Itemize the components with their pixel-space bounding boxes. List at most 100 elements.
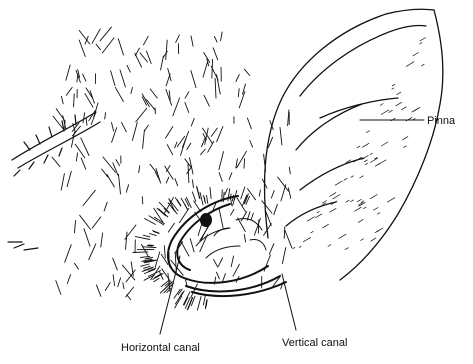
shade-stroke [362, 155, 369, 159]
fur-stroke [74, 94, 75, 107]
fur-stroke [146, 258, 152, 259]
fur-stroke [140, 256, 149, 257]
fur-stroke [120, 70, 125, 87]
fur-stroke [113, 163, 118, 176]
fur-stroke [132, 122, 137, 140]
fur-stroke [52, 157, 60, 167]
pinna-shading [293, 38, 426, 250]
fur-stroke [175, 179, 178, 186]
fur-stroke [188, 164, 189, 182]
fur-stroke [53, 116, 63, 128]
fur-stroke [92, 29, 100, 43]
fur-stroke [176, 35, 180, 43]
shade-stroke [374, 208, 378, 211]
fur-stroke [142, 197, 143, 204]
shade-stroke [364, 207, 366, 208]
shade-stroke [317, 211, 319, 212]
fur-stroke [143, 235, 150, 237]
fur-stroke [144, 36, 149, 45]
fur-stroke [210, 187, 211, 198]
fur-stroke [217, 75, 221, 94]
fur-stroke [217, 127, 223, 142]
fur-stroke [143, 247, 156, 248]
fur-stroke [67, 171, 71, 186]
fur-stroke [61, 174, 64, 191]
fur-stroke [118, 278, 121, 287]
shade-stroke [403, 137, 408, 140]
fur-stroke [204, 197, 205, 204]
fur-stroke [67, 275, 70, 284]
fur-stroke [144, 125, 148, 131]
fur-stroke [259, 190, 260, 196]
fur-stroke [239, 92, 245, 108]
pinna-label: Pinna [427, 115, 455, 127]
shade-stroke [351, 200, 354, 202]
shade-stroke [323, 224, 329, 228]
eye-region [8, 112, 100, 250]
fur-stroke [282, 248, 285, 264]
shade-stroke [389, 110, 393, 112]
fur-stroke [85, 36, 88, 44]
fur-stroke [208, 141, 214, 152]
fur-stroke [164, 246, 165, 258]
fur-stroke [86, 118, 87, 125]
fur-stroke [66, 65, 70, 80]
fur-stroke [185, 92, 189, 98]
fur-stroke [143, 130, 145, 149]
fur-stroke [84, 229, 90, 247]
fur-stroke [61, 96, 63, 104]
fur-stroke [101, 233, 103, 247]
fur-stroke [183, 292, 190, 305]
fur-stroke [190, 239, 194, 252]
fur-stroke [107, 175, 114, 188]
fur-stroke [250, 141, 253, 148]
fur-stroke [149, 245, 154, 246]
fur-stroke [269, 244, 273, 254]
fur-stroke [185, 204, 188, 209]
fur-stroke [244, 234, 245, 242]
fur-stroke [236, 75, 239, 82]
shade-stroke [344, 178, 347, 180]
fur-stroke [142, 245, 148, 256]
shade-stroke [323, 201, 327, 204]
fur-stroke [113, 258, 118, 270]
fur-stroke [102, 38, 114, 53]
fur-stroke [262, 201, 272, 213]
shade-stroke [420, 43, 422, 44]
shade-stroke [371, 238, 376, 241]
fur-stroke [187, 143, 191, 150]
shade-stroke [330, 193, 336, 197]
fur-stroke [204, 95, 209, 106]
fur-stroke [115, 87, 123, 101]
shade-stroke [361, 239, 364, 241]
vertical-canal-label: Vertical canal [282, 337, 347, 349]
shade-stroke [351, 176, 354, 178]
fur-stroke [83, 113, 85, 123]
shade-stroke [357, 199, 361, 201]
fur-stroke [150, 234, 157, 236]
fur-stroke [244, 69, 249, 75]
fur-stroke [140, 53, 148, 62]
fur-stroke [76, 153, 77, 161]
shade-stroke [420, 38, 426, 41]
pinna-outline [265, 9, 443, 280]
fur-stroke [217, 272, 220, 279]
fur-stroke [274, 204, 278, 214]
fur-stroke [280, 128, 282, 145]
fur-stroke [83, 190, 95, 205]
fur-stroke [135, 237, 149, 240]
fur-stroke [145, 219, 156, 225]
shade-stroke [365, 163, 367, 164]
fur-stroke [144, 266, 151, 268]
shade-stroke [388, 198, 395, 202]
fur-stroke [118, 39, 123, 55]
fur-stroke [141, 264, 150, 266]
shade-stroke [360, 176, 364, 178]
fur-stroke [221, 32, 223, 41]
fur-stroke [168, 223, 174, 232]
fur-stroke [285, 230, 292, 248]
fur-stroke [288, 188, 290, 198]
shade-stroke [370, 153, 372, 154]
